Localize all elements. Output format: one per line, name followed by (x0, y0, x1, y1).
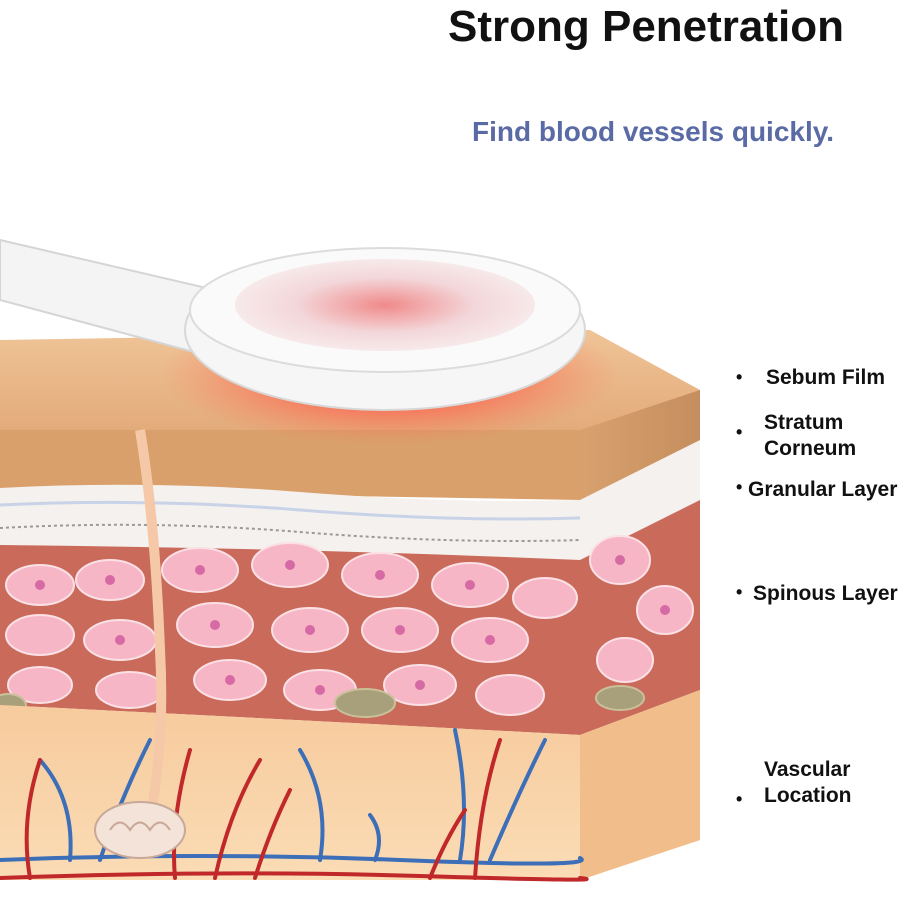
page-title: Strong Penetration (448, 2, 845, 51)
vein-network (0, 728, 584, 866)
stratum-corneum-layer (0, 430, 700, 500)
vein-finder-device-icon (0, 238, 586, 411)
hair-follicle (135, 429, 167, 821)
granular-layer (0, 440, 700, 560)
page-subtitle: Find blood vessels quickly. (472, 116, 835, 147)
